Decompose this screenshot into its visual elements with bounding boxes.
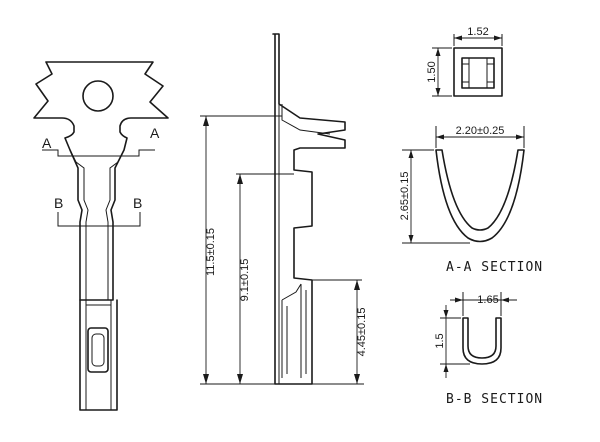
side-view-profile [272,33,346,385]
section-b-cut-line [57,212,141,227]
section-b-label-right: B [133,195,142,211]
front-view-window [87,327,109,373]
front-view: A A B B [33,61,169,411]
top-section-inner [461,57,495,89]
section-aa-ext-h [402,149,470,244]
dim-text-low: 4.45±0.15 [356,308,368,357]
section-bb-ext-h [440,317,470,365]
section-bb-ext-w [462,292,502,316]
section-aa-dim-w-text: 2.20±0.25 [456,125,505,137]
section-aa-dim-h-text: 2.65±0.15 [399,172,411,221]
front-view-barrel [79,299,118,411]
section-aa-caption: A-A SECTION [446,260,543,275]
section-bb-dim-w-text: 1.65 [477,294,498,306]
dim-text-total: 11.5±0.15 [205,228,217,276]
section-a-label-left: A [42,135,52,151]
section-b-label-left: B [54,195,63,211]
dim-text-mid: 9.1±0.15 [239,259,251,302]
top-section-view: 1.52 1.50 [426,26,503,97]
section-aa-view: 2.20±0.25 2.65±0.15 A-A SECTION [399,125,543,275]
front-view-top-tab [33,61,169,301]
front-view-inner-left [69,149,89,300]
section-a-cut-line-left [42,149,100,157]
side-view-bend [281,104,331,135]
section-bb-view: 1.65 1.5 B-B SECTION [434,292,543,407]
section-a-cut-line-right [100,149,155,157]
side-view-barrel-top [281,283,302,301]
top-section-outer [453,47,503,97]
top-section-ext-w [453,34,503,46]
front-view-hole [82,80,114,112]
section-bb-caption: B-B SECTION [446,392,543,407]
section-bb-outer [462,317,502,365]
top-section-dim-w-text: 1.52 [467,26,488,38]
side-view: 11.5±0.15 9.1±0.15 4.45±0.15 [200,33,368,385]
front-view-barrel-inner [85,300,112,410]
section-aa-outer [435,149,525,243]
top-section-ext-h [432,47,452,97]
side-view-barrel-lines [281,284,307,378]
front-view-inner-right [105,149,125,300]
section-a-label-right: A [150,125,160,141]
front-view-window-inner [91,333,105,367]
section-bb-dim-h-text: 1.5 [434,333,446,348]
top-section-dim-h-text: 1.50 [426,61,438,82]
top-section-detail [462,58,494,88]
